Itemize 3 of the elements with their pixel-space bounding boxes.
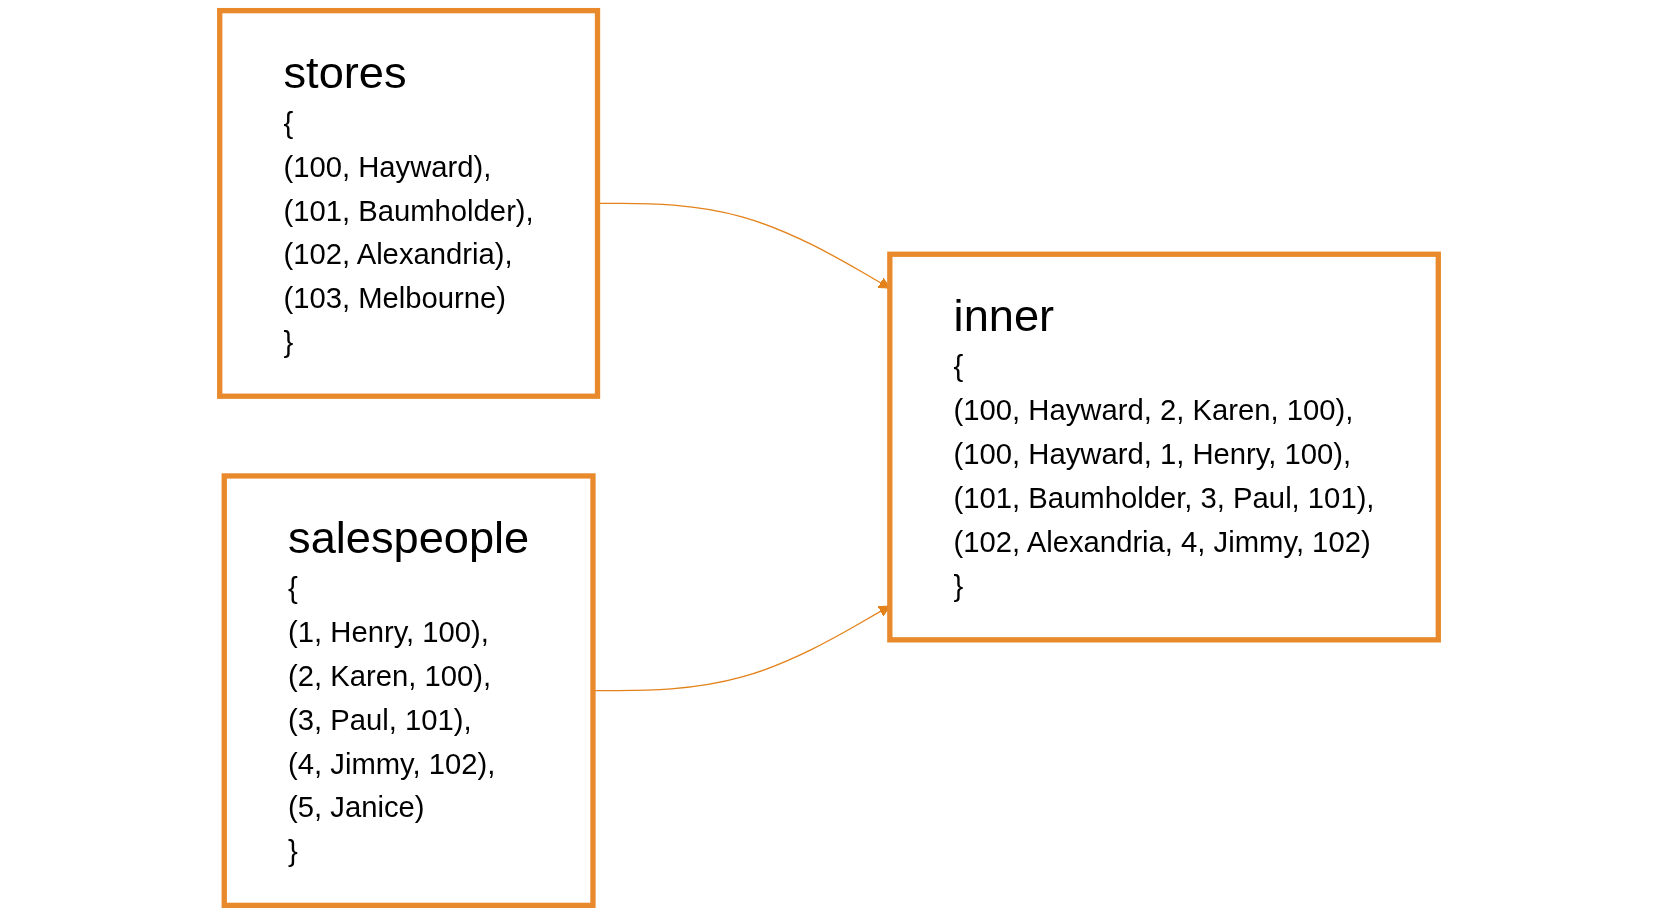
- node-box: stores { (100, Hayward), (101, Baumholder), (102, Alexandria), (103, Melbourne) }: [217, 7, 601, 399]
- node-box: inner { (100, Hayward, 2, Karen, 100), (100, Hayward, 1, Henry, 100), (101, Baumholder, 3, Paul, 101), (102, Alexandria, 4, Jimmy, 102) }: [887, 251, 1441, 643]
- node-box: salespeople { (1, Henry, 100), (2, Karen, 100), (3, Paul, 101), (4, Jimmy, 102), (5, Janice) }: [221, 473, 596, 909]
